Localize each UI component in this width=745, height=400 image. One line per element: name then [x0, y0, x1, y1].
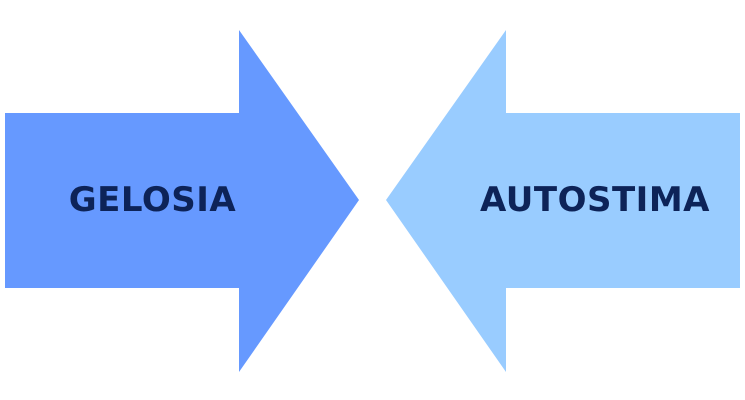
arrow-label-gelosia: GELOSIA [68, 180, 237, 220]
arrow-left-pointing [386, 30, 740, 372]
arrow-right-pointing [5, 30, 359, 372]
arrow-label-autostima: AUTOSTIMA [480, 180, 710, 220]
